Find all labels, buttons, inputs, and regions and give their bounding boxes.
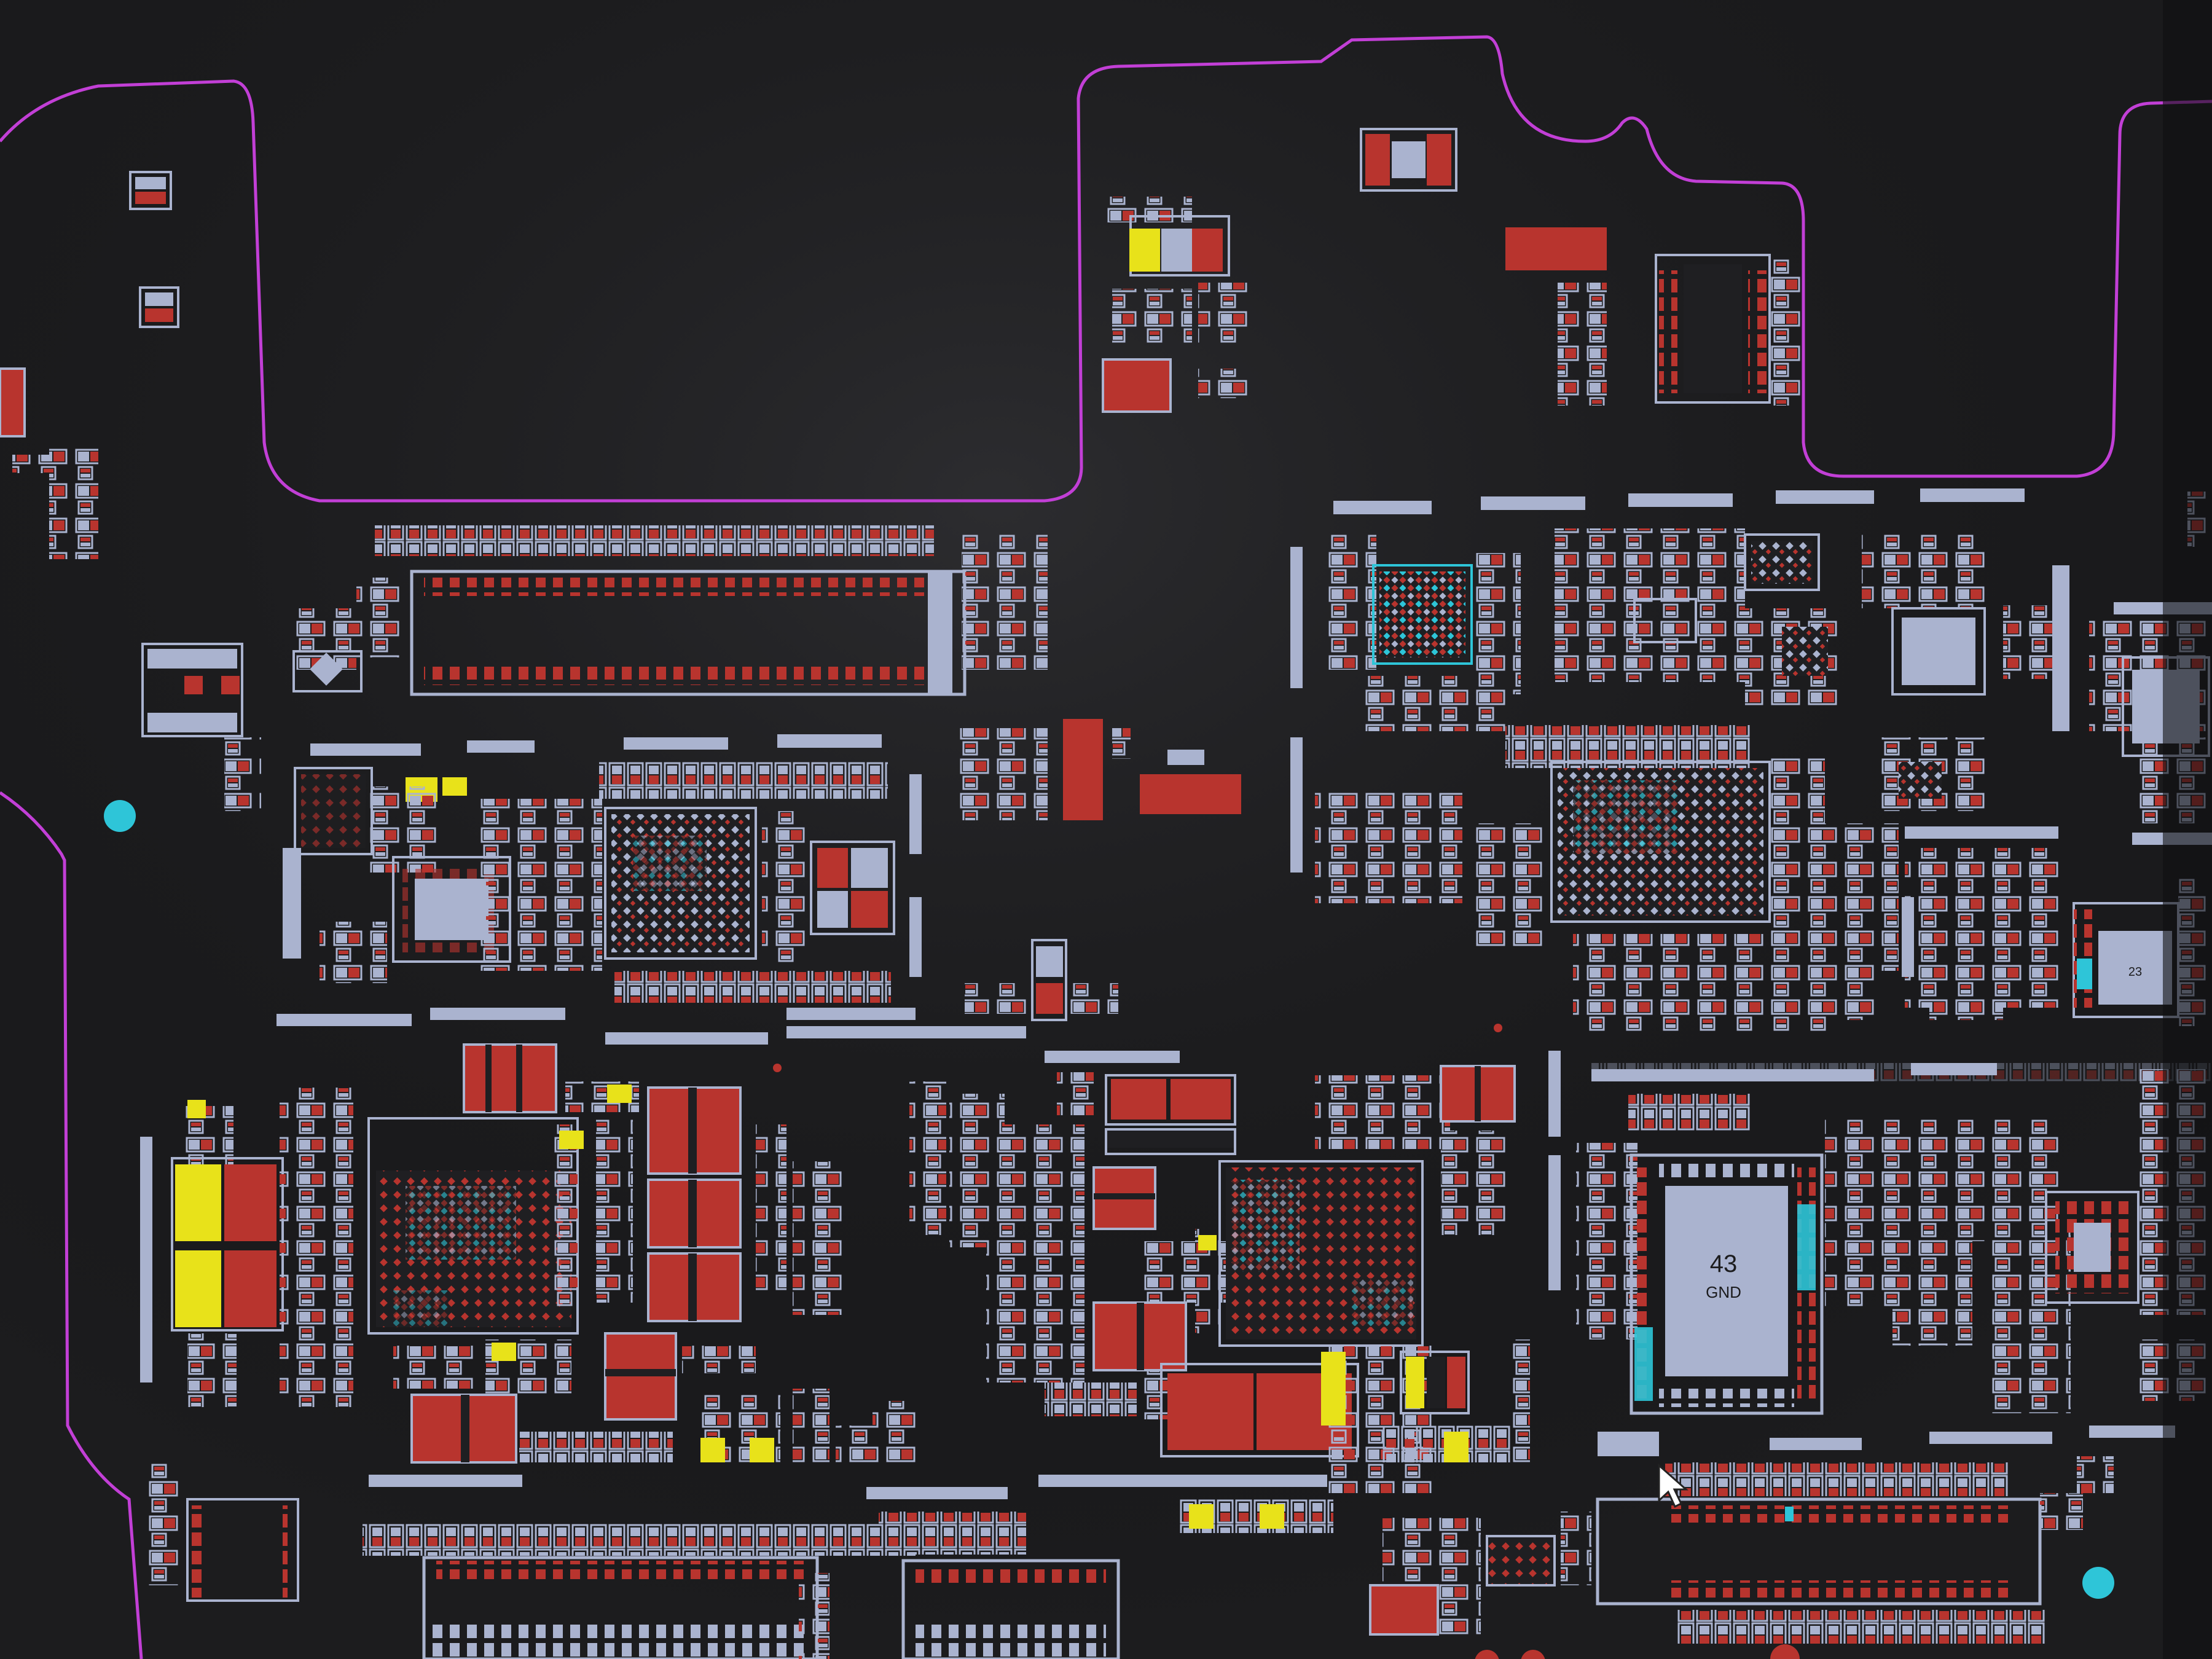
bottom-red-fragments	[1475, 1644, 1800, 1659]
pmic-net-label: GND	[1706, 1283, 1741, 1301]
left-bga-region	[276, 734, 1026, 1045]
fiducials	[104, 800, 2114, 1599]
bottom-connectors	[144, 1444, 2114, 1659]
right-upper-region	[1290, 488, 2212, 903]
bottom-left-region	[140, 1043, 922, 1464]
top-center-region	[1100, 128, 1806, 413]
center-upper-region	[955, 719, 1241, 1021]
pmic-pin-label: 43	[1710, 1250, 1738, 1277]
small-ic-label: 23	[2128, 965, 2142, 979]
top-left-region	[0, 171, 179, 559]
mouse-pointer-icon	[1658, 1463, 1688, 1508]
monitor-bezel-edge	[2163, 0, 2212, 1659]
left-connector-j1	[141, 525, 1048, 811]
bottom-center-region	[909, 1051, 1530, 1493]
board-outline	[0, 35, 2212, 1659]
